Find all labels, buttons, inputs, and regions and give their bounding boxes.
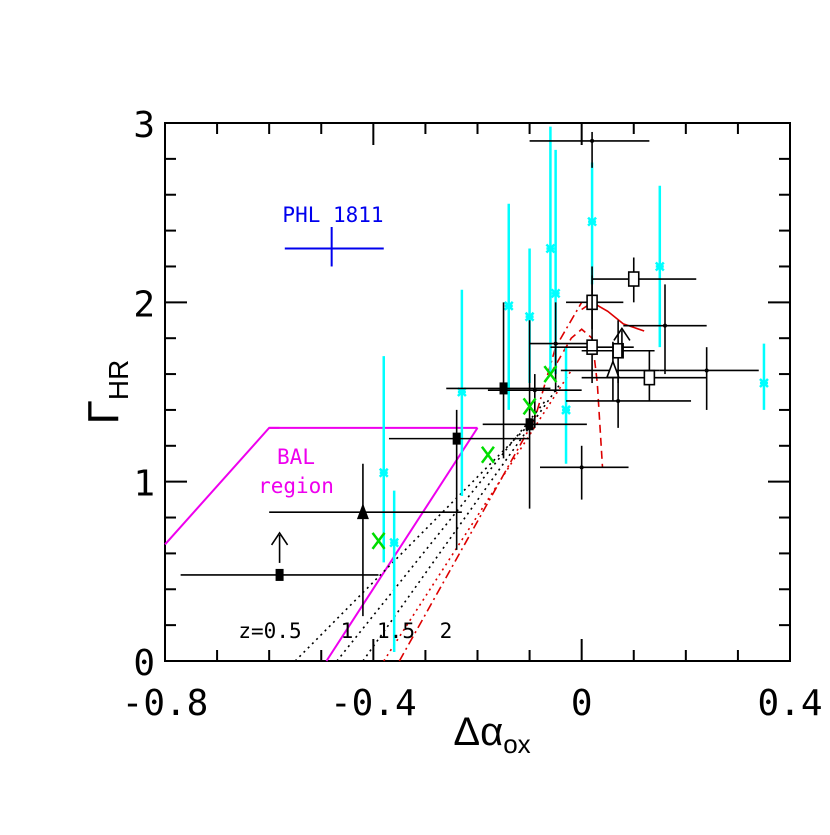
ticks-layer: -0.8 -0.4 0 0.4 0 1 2 3 [122, 105, 823, 724]
bal-region-right-edge [325, 427, 479, 662]
filled-square-marker [275, 568, 284, 581]
lower-limit-arrowhead [270, 531, 289, 546]
black-data-point [550, 266, 634, 384]
lower-limit-arrowhead [613, 327, 631, 341]
cyan-data-point [503, 203, 514, 410]
y-tick-label: 0 [133, 643, 155, 684]
black-data-point [581, 350, 707, 401]
dot-marker [532, 388, 537, 393]
dot-marker [616, 398, 621, 403]
z-label-1: 1 [341, 619, 354, 643]
black-data-point [560, 327, 660, 401]
green-cross-stroke [543, 365, 558, 383]
black-data-point [388, 409, 530, 550]
black-data-point [540, 445, 629, 500]
y-axis-label: ΓHR [79, 360, 134, 425]
green-cross-stroke [522, 397, 537, 416]
green-data-point [371, 532, 386, 550]
dot-marker [704, 368, 709, 373]
filled-triangle-marker [356, 503, 369, 520]
z-label-0.5: z=0.5 [238, 619, 301, 643]
cyan-data-point [654, 185, 665, 348]
x-tick-label: -0.8 [122, 683, 209, 724]
cyan-data-point [545, 126, 556, 375]
redshift-dotted-line [336, 400, 546, 662]
green-data-point [522, 397, 537, 416]
x-tick-label: 0 [571, 683, 593, 724]
x-axis-label: Δαox [453, 710, 530, 759]
black-data-point [659, 347, 759, 410]
black-data-point [180, 531, 379, 581]
dot-marker [553, 341, 558, 346]
data-layer [164, 126, 769, 662]
bal-label-line1: BAL [277, 445, 315, 469]
black-data-point [269, 463, 462, 617]
phl1811-point [284, 227, 384, 267]
open-square-marker [627, 271, 640, 287]
black-data-point [529, 131, 650, 168]
open-square-marker [586, 339, 598, 355]
black-data-point [566, 374, 692, 428]
phl1811-label: PHL 1811 [282, 203, 383, 227]
green-data-point [543, 365, 558, 383]
black-data-point [623, 284, 707, 375]
black-data-point [566, 275, 624, 330]
x-tick-label: 0.4 [757, 683, 822, 724]
bal-label-line2: region [258, 474, 334, 498]
open-triangle-marker [605, 359, 621, 379]
dot-marker [590, 138, 595, 143]
dot-marker [579, 465, 584, 470]
cyan-data-point [456, 289, 467, 497]
cyan-data-point [389, 490, 400, 653]
plot-frame [164, 122, 791, 662]
cyan-data-point [759, 343, 769, 410]
green-cross-stroke [480, 446, 495, 464]
y-tick-label: 2 [133, 284, 155, 325]
green-cross-stroke [371, 532, 386, 550]
red-dashdot-curve [398, 301, 583, 662]
redshift-dotted-line [383, 370, 572, 662]
x-tick-label: -0.4 [330, 683, 417, 724]
filled-square-marker [499, 382, 508, 395]
filled-square-marker [452, 432, 461, 445]
filled-square-marker [525, 418, 534, 431]
y-tick-label: 1 [133, 464, 155, 505]
cyan-data-point [561, 347, 571, 464]
open-square-marker [643, 369, 656, 386]
cyan-data-point [587, 162, 597, 285]
cyan-data-point [378, 356, 389, 563]
black-data-point [446, 302, 551, 459]
redshift-dotted-line [294, 423, 531, 662]
z-label-1.5: 1.5 [377, 619, 415, 643]
black-data-point [592, 257, 697, 303]
z-label-2: 2 [440, 619, 453, 643]
y-tick-label: 3 [133, 105, 155, 146]
dot-marker [663, 323, 667, 328]
green-data-point [480, 446, 495, 464]
